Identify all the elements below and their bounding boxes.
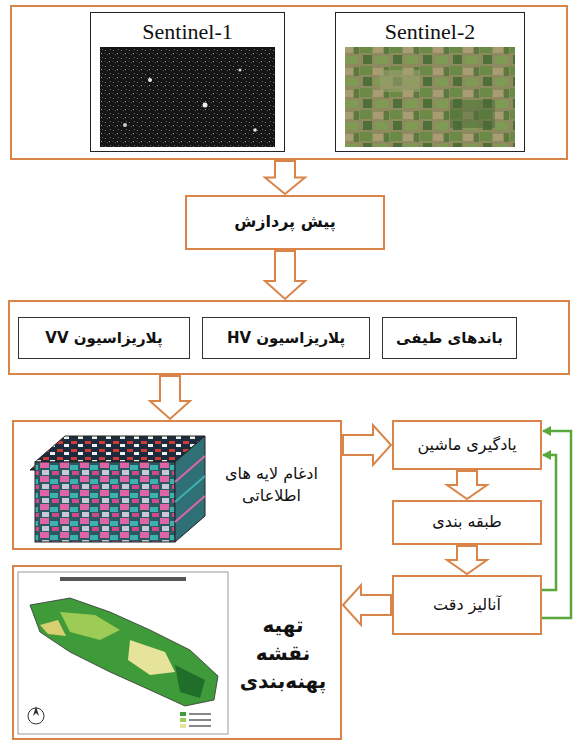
sensor-title: Sentinel-2 <box>385 17 475 48</box>
node-label: تهیه نقشه پهنه‌بندی <box>232 611 334 695</box>
node-label: ادغام لایه های اطلاعاتی <box>209 463 334 508</box>
block-arrow <box>343 425 391 465</box>
feedback-arrow <box>542 431 571 618</box>
sensor-title: Sentinel-1 <box>142 17 232 48</box>
node-label: پیش پردازش <box>234 211 336 233</box>
block-arrow <box>447 471 487 499</box>
process-box: طبقه بندی <box>392 500 542 545</box>
optical-image <box>345 47 515 147</box>
zoning-map <box>18 572 228 734</box>
process-box: آنالیز دقت <box>392 575 542 635</box>
process-box: پیش پردازش <box>185 195 385 250</box>
fusion-box: ادغام لایه های اطلاعاتی <box>12 420 342 550</box>
block-arrow <box>265 161 305 194</box>
node-label: آنالیز دقت <box>433 594 501 616</box>
node-label: طبقه بندی <box>432 511 502 533</box>
sensor-box: Sentinel-1 <box>90 12 285 152</box>
block-arrow <box>343 585 391 625</box>
source-group: Sentinel-1 Sentinel-2 <box>10 5 568 160</box>
output-map-box: تهیه نقشه پهنه‌بندی <box>12 565 342 740</box>
block-arrow <box>447 546 487 574</box>
data-cube <box>30 436 205 542</box>
feature-box: پلاریزاسیون HV <box>202 317 370 359</box>
node-label: باندهای طیفی <box>396 328 503 349</box>
feature-box: پلاریزاسیون VV <box>18 317 190 359</box>
process-box: یادگیری ماشین <box>392 420 542 470</box>
block-arrow <box>150 376 190 419</box>
feature-box: باندهای طیفی <box>382 317 517 359</box>
feedback-arrow <box>542 455 556 590</box>
sensor-box: Sentinel-2 <box>335 12 525 152</box>
feature-group: پلاریزاسیون VV پلاریزاسیون HV باندهای طیفی <box>8 300 570 375</box>
sar-image <box>100 47 275 147</box>
node-label: یادگیری ماشین <box>417 434 516 456</box>
node-label: پلاریزاسیون VV <box>45 328 162 349</box>
node-label: پلاریزاسیون HV <box>227 328 345 349</box>
block-arrow <box>265 251 305 299</box>
